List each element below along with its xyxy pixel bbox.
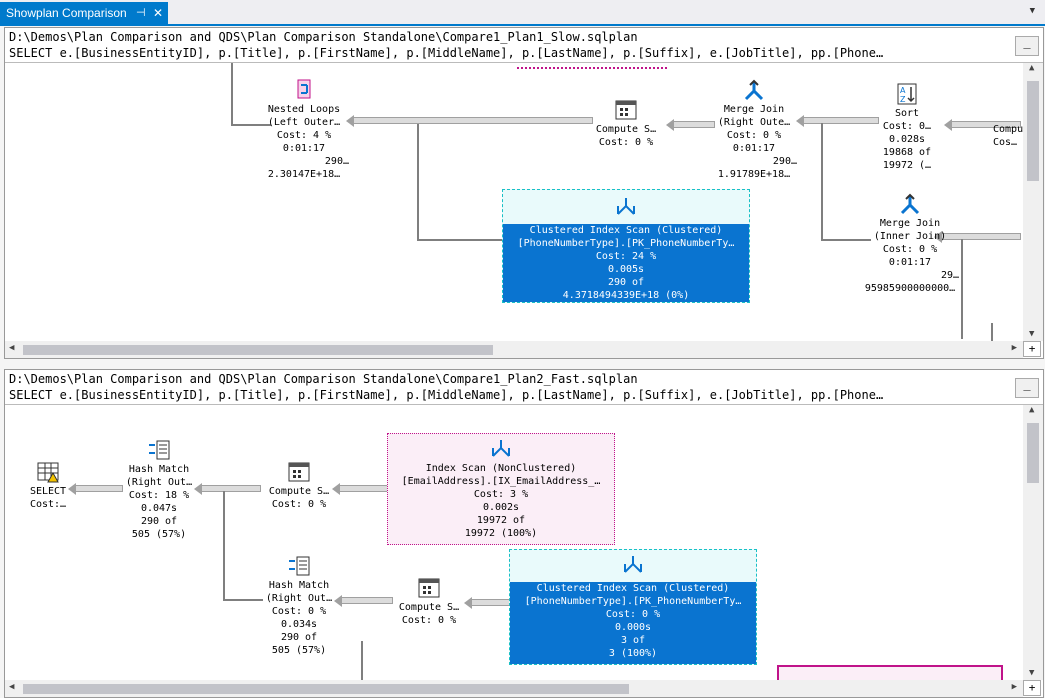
- close-icon[interactable]: ✕: [153, 6, 164, 20]
- plan-file-path: D:\Demos\Plan Comparison and QDS\Plan Co…: [9, 372, 638, 386]
- scroll-left-icon[interactable]: ◀: [9, 682, 15, 692]
- scroll-up-icon[interactable]: ▲: [1029, 63, 1035, 73]
- document-tabstrip: Showplan Comparison ⊣ ✕ ▼: [0, 0, 1045, 26]
- horizontal-scrollbar-bottom[interactable]: ◀ ▶: [5, 680, 1023, 697]
- compute-scalar-icon: [614, 99, 638, 121]
- plan-query-text: SELECT e.[BusinessEntityID], p.[Title], …: [9, 46, 884, 60]
- plan-canvas-top[interactable]: Nested Loops (Left Outer… Cost: 4 % 0:01…: [5, 63, 1023, 341]
- scroll-up-icon[interactable]: ▲: [1029, 405, 1035, 415]
- vertical-scrollbar-top[interactable]: ▲ ▼: [1023, 63, 1043, 341]
- compute-scalar-icon: [287, 461, 311, 483]
- clustered-index-scan-node[interactable]: Clustered Index Scan (Clustered) [PhoneN…: [509, 549, 757, 665]
- svg-text:Z: Z: [900, 95, 906, 104]
- clustered-index-scan-node[interactable]: Clustered Index Scan (Clustered) [PhoneN…: [502, 189, 750, 303]
- scroll-thumb[interactable]: [23, 684, 629, 694]
- partial-node-offscreen: [777, 665, 1003, 680]
- plan-canvas-bottom[interactable]: SELECT Cost:… Hash Match (Right Out… Cos…: [5, 405, 1023, 680]
- index-scan-node[interactable]: Index Scan (NonClustered) [EmailAddress]…: [387, 433, 615, 545]
- zoom-plus-button[interactable]: +: [1023, 341, 1041, 357]
- minimize-query-button[interactable]: _: [1015, 36, 1039, 56]
- plan-header-bottom: D:\Demos\Plan Comparison and QDS\Plan Co…: [5, 370, 1043, 405]
- tab-showplan-comparison[interactable]: Showplan Comparison ⊣ ✕: [0, 2, 168, 24]
- zoom-plus-button[interactable]: +: [1023, 680, 1041, 696]
- clustered-index-scan-icon: [621, 554, 645, 576]
- merge-join-icon: [742, 79, 766, 101]
- compute-scalar-node[interactable]: Compute S… Cost: 0 %: [393, 577, 465, 627]
- compute-scalar-icon: [417, 577, 441, 599]
- tab-dropdown-icon[interactable]: ▼: [1029, 6, 1035, 16]
- merge-join-icon: [898, 193, 922, 215]
- horizontal-scrollbar-top[interactable]: ◀ ▶: [5, 341, 1023, 358]
- plan-header-top: D:\Demos\Plan Comparison and QDS\Plan Co…: [5, 28, 1043, 63]
- hash-match-icon: [287, 555, 311, 577]
- scroll-thumb[interactable]: [1027, 423, 1039, 483]
- compute-scalar-node[interactable]: Compute S… Cost: 0 %: [263, 461, 335, 511]
- merge-join-right-node[interactable]: Merge Join (Right Oute… Cost: 0 % 0:01:1…: [711, 79, 797, 181]
- hash-match-node[interactable]: Hash Match (Right Out… Cost: 18 % 0.047s…: [119, 439, 199, 541]
- plan-query-text: SELECT e.[BusinessEntityID], p.[Title], …: [9, 388, 884, 402]
- clustered-index-scan-icon: [614, 196, 638, 218]
- scroll-left-icon[interactable]: ◀: [9, 343, 15, 353]
- plan-pane-top: D:\Demos\Plan Comparison and QDS\Plan Co…: [4, 27, 1044, 359]
- scroll-right-icon[interactable]: ▶: [1011, 343, 1017, 353]
- select-icon: [36, 461, 60, 483]
- plan-file-path: D:\Demos\Plan Comparison and QDS\Plan Co…: [9, 30, 638, 44]
- scroll-down-icon[interactable]: ▼: [1029, 329, 1035, 339]
- scroll-thumb[interactable]: [1027, 81, 1039, 181]
- hash-match-icon: [147, 439, 171, 461]
- compute-edge-node[interactable]: Compu… Cos…: [993, 124, 1023, 148]
- compute-scalar-node[interactable]: Compute S… Cost: 0 %: [590, 99, 662, 149]
- scroll-right-icon[interactable]: ▶: [1011, 682, 1017, 692]
- scroll-down-icon[interactable]: ▼: [1029, 668, 1035, 678]
- nested-loops-node[interactable]: Nested Loops (Left Outer… Cost: 4 % 0:01…: [259, 79, 349, 181]
- minimize-query-button[interactable]: _: [1015, 378, 1039, 398]
- nested-loops-icon: [292, 79, 316, 101]
- tab-title: Showplan Comparison: [6, 6, 127, 20]
- scroll-thumb[interactable]: [23, 345, 493, 355]
- pin-icon[interactable]: ⊣: [136, 7, 146, 19]
- hash-match-node[interactable]: Hash Match (Right Out… Cost: 0 % 0.034s …: [259, 555, 339, 657]
- select-node[interactable]: SELECT Cost:…: [23, 461, 73, 511]
- plan-pane-bottom: D:\Demos\Plan Comparison and QDS\Plan Co…: [4, 369, 1044, 698]
- vertical-scrollbar-bottom[interactable]: ▲ ▼: [1023, 405, 1043, 680]
- svg-text:A: A: [900, 86, 906, 95]
- merge-join-inner-node[interactable]: Merge Join (Inner Join) Cost: 0 % 0:01:1…: [861, 193, 959, 295]
- index-scan-icon: [489, 438, 513, 460]
